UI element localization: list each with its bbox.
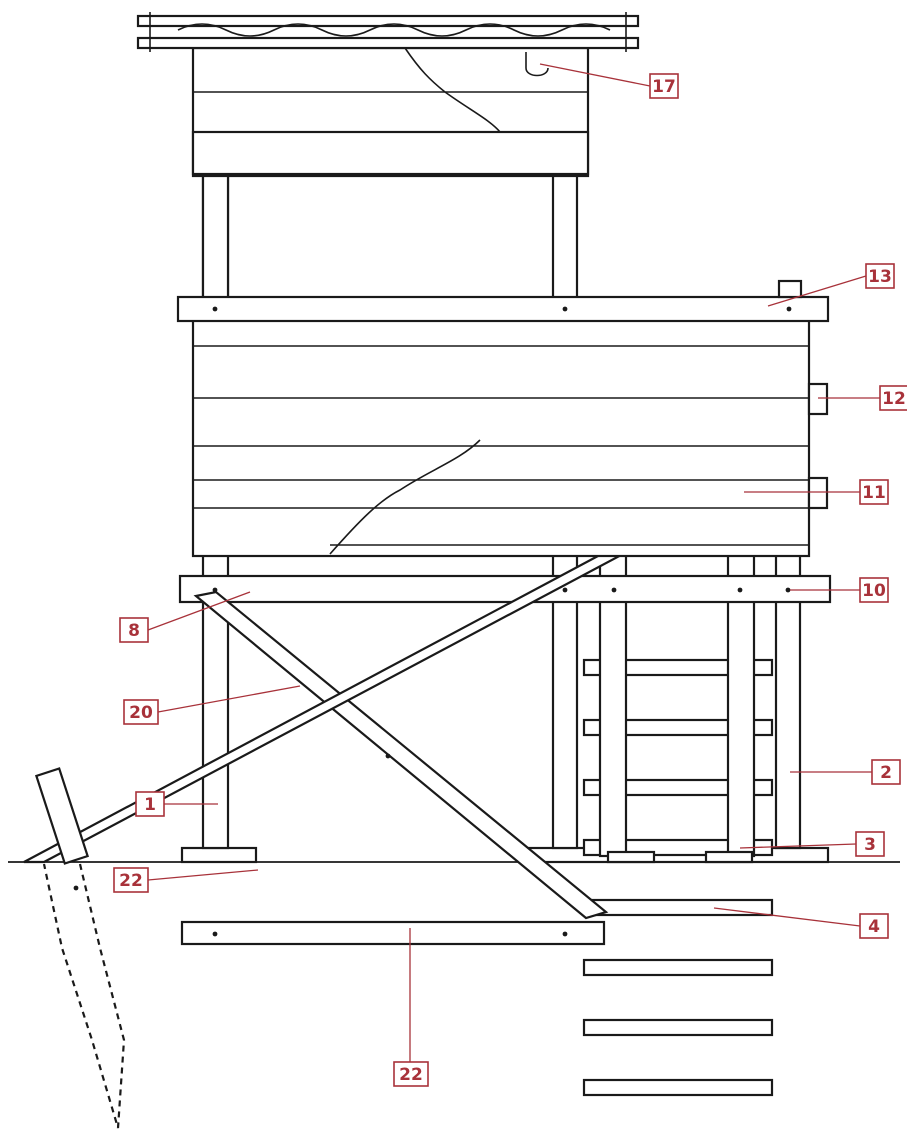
cutaway-upper	[404, 47, 501, 133]
callout-10: 10	[790, 577, 889, 603]
callout-1: 1	[135, 791, 218, 817]
svg-text:10: 10	[862, 581, 886, 601]
post-roof-left	[201, 168, 230, 302]
svg-text:22: 22	[119, 871, 143, 891]
stub-11	[807, 476, 829, 510]
hook-17	[525, 52, 549, 77]
beam-13	[176, 295, 830, 323]
cutaway-lower	[329, 439, 481, 555]
svg-text:8: 8	[128, 621, 140, 641]
svg-text:20: 20	[129, 703, 153, 723]
callout-20: 20	[123, 685, 301, 725]
stub-13	[777, 279, 803, 299]
upper-cabin-rail	[191, 130, 590, 176]
foot-pad-left	[180, 846, 258, 864]
svg-text:2: 2	[880, 763, 892, 783]
svg-text:12: 12	[882, 389, 906, 409]
beam-8	[178, 574, 832, 604]
callout-12: 12	[818, 385, 907, 411]
callout-22-lower: 22	[393, 928, 429, 1087]
brace-20	[193, 590, 609, 920]
svg-text:11: 11	[862, 483, 886, 503]
callout-13: 13	[767, 263, 895, 307]
beam-lower-22	[180, 920, 606, 946]
callout-17: 17	[539, 63, 679, 99]
ladder	[582, 518, 774, 1097]
callout-11: 11	[744, 479, 889, 505]
stake-buried	[42, 863, 126, 1129]
svg-text:3: 3	[864, 835, 876, 855]
cabin-wall	[191, 318, 811, 558]
svg-text:22: 22	[399, 1065, 423, 1085]
callout-22-diagonal: 22	[113, 867, 259, 893]
stake	[34, 767, 90, 865]
svg-text:17: 17	[652, 77, 676, 97]
svg-text:4: 4	[868, 917, 880, 937]
stub-12	[807, 382, 829, 416]
callout-2: 2	[790, 759, 901, 785]
callout-3: 3	[739, 831, 885, 857]
svg-text:1: 1	[144, 795, 156, 815]
callout-8: 8	[119, 591, 251, 643]
svg-text:13: 13	[868, 267, 892, 287]
roof	[136, 12, 640, 52]
callout-4: 4	[713, 907, 889, 939]
bolts	[73, 306, 792, 937]
